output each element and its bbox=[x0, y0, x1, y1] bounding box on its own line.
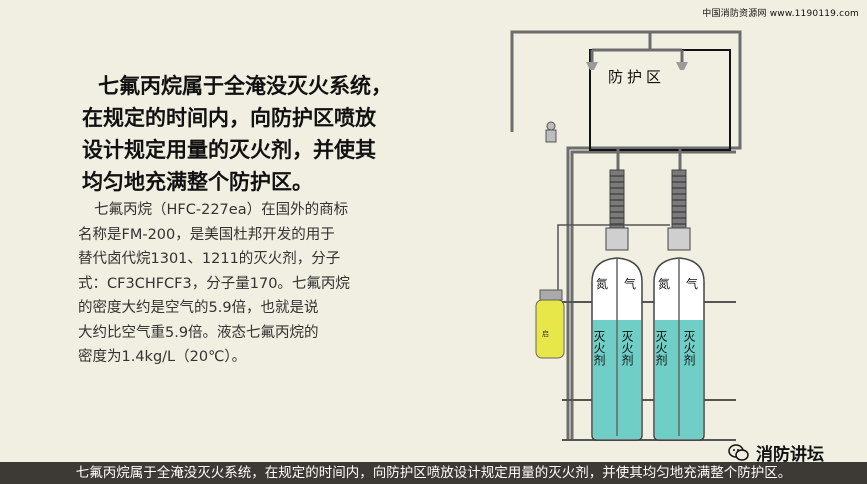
site-watermark: 中国消防资源网 www.1190119.com bbox=[702, 9, 859, 19]
svg-text:灭火剂: 灭火剂 bbox=[620, 330, 634, 366]
actuation-line bbox=[557, 224, 670, 290]
lead-paragraph: 七氟丙烷属于全淹没灭火系统， 在规定的时间内，向防护区喷放 设计规定用量的灭火剂… bbox=[82, 70, 412, 198]
lead-line: 在规定的时间内，向防护区喷放 bbox=[82, 106, 376, 130]
brand-logo: 消防讲坛 bbox=[728, 440, 824, 465]
protection-room: 防护区 bbox=[589, 49, 731, 151]
fire-system-diagram: 防护区 bbox=[510, 30, 742, 441]
svg-text:气: 气 bbox=[624, 276, 636, 291]
svg-text:氮: 氮 bbox=[658, 276, 670, 291]
nozzle-icon bbox=[586, 62, 688, 70]
caption-bar: 七氟丙烷属于全淹没灭火系统，在规定的时间内，向防护区喷放设计规定用量的灭火剂，并… bbox=[0, 462, 867, 484]
detail-paragraph: 七氟丙烷（HFC-227ea）在国外的商标 名称是FM-200，是美国杜邦开发的… bbox=[78, 198, 418, 370]
relief-valve-icon bbox=[545, 121, 557, 143]
starter-cylinder: 启 bbox=[535, 289, 565, 359]
detail-line: 密度为1.4kg/L（20℃）。 bbox=[78, 349, 247, 365]
svg-text:灭火剂: 灭火剂 bbox=[592, 330, 606, 366]
svg-text:氮: 氮 bbox=[596, 276, 608, 291]
wechat-icon bbox=[728, 443, 749, 461]
lead-line: 七氟丙烷属于全淹没灭火系统， bbox=[98, 74, 392, 98]
brand-name: 消防讲坛 bbox=[756, 445, 824, 465]
detail-line: 七氟丙烷（HFC-227ea）在国外的商标 bbox=[94, 202, 349, 218]
flex-hose bbox=[609, 169, 687, 229]
detail-line: 的密度大约是空气的5.9倍，也就是说 bbox=[78, 300, 319, 316]
cylinder-rack bbox=[562, 301, 736, 441]
lead-line: 均匀地充满整个防护区。 bbox=[82, 170, 313, 194]
manifold bbox=[616, 148, 682, 170]
detail-line: 式：CF3CHFCF3，分子量170。七氟丙烷 bbox=[78, 275, 350, 292]
room-label: 防护区 bbox=[608, 68, 665, 86]
lead-line: 设计规定用量的灭火剂，并使其 bbox=[82, 138, 376, 162]
agent-cylinder-right: 氮 气 灭火剂 灭火剂 bbox=[653, 257, 705, 441]
detail-line: 大约比空气重5.9倍。液态七氟丙烷的 bbox=[78, 324, 319, 341]
svg-text:灭火剂: 灭火剂 bbox=[682, 330, 696, 366]
svg-text:启: 启 bbox=[542, 329, 549, 338]
nozzle-pipe bbox=[590, 32, 684, 62]
svg-text:灭火剂: 灭火剂 bbox=[654, 330, 668, 366]
container-valve bbox=[605, 227, 691, 251]
detail-line: 替代卤代烷1301、1211的灭火剂，分子 bbox=[78, 251, 341, 267]
svg-text:气: 气 bbox=[686, 276, 698, 291]
agent-cylinder-left: 氮 气 灭火剂 灭火剂 bbox=[591, 257, 643, 441]
detail-line: 名称是FM-200，是美国杜邦开发的用于 bbox=[78, 226, 335, 243]
